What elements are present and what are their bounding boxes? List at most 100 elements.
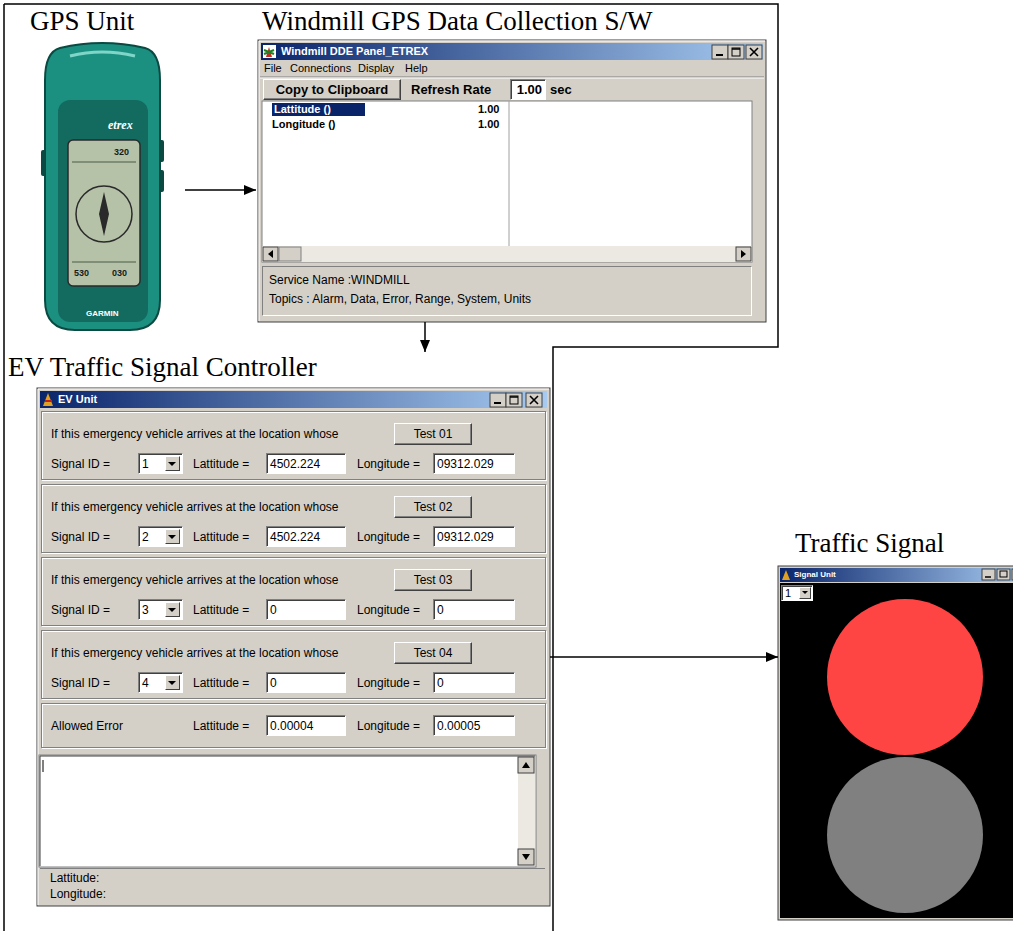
group-box-text: If this emergency vehicle arrives at the…	[51, 573, 338, 587]
push-button-text: Copy to Clipboard	[276, 82, 389, 97]
ev-window-frame	[37, 388, 550, 906]
gps-unit: GPS Unit	[20, 6, 185, 333]
input-field: 4502.224	[266, 526, 346, 547]
push-button-text: Test 04	[414, 646, 453, 660]
push-button-text: Test 01	[414, 427, 453, 441]
input-field: 0	[433, 599, 515, 620]
group-box: If this emergency vehicle arrives at the…	[41, 557, 546, 626]
status-panel: Service Name :WINDMILL Topics : Alarm, Da…	[262, 266, 752, 316]
dropdown-text: 2	[142, 530, 149, 544]
group-box-text: Lattitude =	[193, 719, 249, 733]
software-window-text: EV Traffic Signal Controller	[8, 352, 317, 383]
screen-reading: 030	[112, 268, 127, 279]
input-field: 1.00	[510, 79, 546, 100]
push-button-text: Test 03	[414, 573, 453, 587]
push-button: Test 04	[394, 642, 472, 664]
dropdown-text: 4	[142, 676, 149, 690]
list-view-text: 1.00	[478, 118, 499, 131]
list-view: Lattitude ()1.00Longitude ()1.00	[262, 101, 752, 246]
brand-text: GARMIN	[86, 309, 118, 319]
gps-device-picture	[41, 43, 164, 330]
group-box-text: Signal ID =	[51, 530, 110, 544]
screen-reading: 320	[114, 147, 129, 158]
list-view-text: 1.00	[478, 103, 499, 116]
input-field-text: 09312.029	[437, 457, 494, 471]
status-bar-text: Lattitude:	[50, 871, 99, 885]
unit-text: sec	[550, 82, 572, 97]
menu-item: Connections	[290, 62, 351, 75]
group-box-text: Longitude =	[357, 457, 420, 471]
toolbar-button-text: Refresh Rate	[411, 82, 491, 97]
group-box-text: Longitude =	[357, 676, 420, 690]
flow-arrow	[185, 189, 256, 191]
group-box-text: If this emergency vehicle arrives at the…	[51, 427, 338, 441]
input-field-text: 1.00	[517, 82, 542, 97]
input-field-text: 09312.029	[437, 530, 494, 544]
push-button-text: Test 02	[414, 500, 453, 514]
group-box-text: If this emergency vehicle arrives at the…	[51, 500, 338, 514]
signal-window: Traffic SignalSignal Unit1	[778, 528, 1013, 920]
signal-window-text: Traffic Signal	[795, 528, 944, 559]
status-panel-text: Topics : Alarm, Data, Error, Range, Syst…	[269, 292, 531, 306]
group-box-text: Longitude =	[357, 530, 420, 544]
dropdown-text: 1	[785, 587, 791, 600]
input-field: 09312.029	[433, 453, 515, 474]
input-field-text: 0.00005	[437, 719, 480, 733]
dropdown-text: 3	[142, 603, 149, 617]
push-button: Test 02	[394, 496, 472, 518]
screen-reading: 530	[74, 268, 89, 279]
input-field: 0.00005	[433, 715, 515, 736]
input-field-text: 0	[437, 676, 444, 690]
status-panel-text: Service Name :WINDMILL	[269, 273, 410, 287]
input-field-text: 4502.224	[270, 457, 320, 471]
group-box-text: Signal ID =	[51, 676, 110, 690]
input-field: 4502.224	[266, 453, 346, 474]
software-window-text: Windmill DDE Panel_ETREX	[281, 45, 428, 58]
push-button: Copy to Clipboard	[263, 79, 401, 100]
group-box-text: Signal ID =	[51, 603, 110, 617]
status-bar: Lattitude: Longitude:	[40, 868, 545, 904]
input-field: 0	[266, 672, 346, 693]
windmill-window-frame	[258, 40, 766, 322]
group-box: If this emergency vehicle arrives at the…	[41, 411, 546, 480]
group-box-text: Signal ID =	[51, 457, 110, 471]
input-field-text: 0.00004	[270, 719, 313, 733]
menu-item: Display	[358, 62, 394, 75]
group-box: If this emergency vehicle arrives at the…	[41, 630, 546, 699]
brand-text: etrex	[108, 118, 133, 132]
software-window: EV Traffic Signal Controller EV Unit If th…	[8, 352, 550, 907]
input-field-text: 4502.224	[270, 530, 320, 544]
group-box: Allowed ErrorLattitude =Longitude =0.000…	[41, 703, 546, 748]
dropdown: 1	[138, 453, 183, 474]
software-window-text: Windmill GPS Data Collection S/W	[262, 6, 652, 37]
gps-unit-text: GPS Unit	[30, 6, 134, 37]
dropdown: 3	[138, 599, 183, 620]
software-window-text: EV Unit	[58, 393, 97, 406]
menu-item: File	[264, 62, 282, 75]
flow-arrow	[550, 656, 778, 658]
red-lamp	[827, 599, 983, 755]
group-box-text: Longitude =	[357, 603, 420, 617]
input-field: 0	[266, 599, 346, 620]
dropdown: 4	[138, 672, 183, 693]
signal-window-frame	[778, 566, 1013, 920]
push-button: Test 03	[394, 569, 472, 591]
off-lamp	[827, 757, 983, 913]
dropdown-text: 1	[142, 457, 149, 471]
input-field-text: 0	[437, 603, 444, 617]
list-view-text: Lattitude ()	[272, 103, 365, 116]
input-field-text: 0	[270, 603, 277, 617]
input-field: 0.00004	[266, 715, 346, 736]
push-button: Test 01	[394, 423, 472, 445]
group-box-text: Allowed Error	[51, 719, 123, 733]
signal-window-text: Signal Unit	[794, 570, 836, 580]
dropdown: 1	[781, 585, 813, 601]
menu-item: Help	[405, 62, 428, 75]
status-bar-text: Longitude:	[50, 887, 106, 901]
group-box-text: If this emergency vehicle arrives at the…	[51, 646, 338, 660]
group-box-text: Lattitude =	[193, 530, 249, 544]
group-box: If this emergency vehicle arrives at the…	[41, 484, 546, 553]
input-field: 0	[433, 672, 515, 693]
input-field: 09312.029	[433, 526, 515, 547]
group-box-text: Lattitude =	[193, 457, 249, 471]
